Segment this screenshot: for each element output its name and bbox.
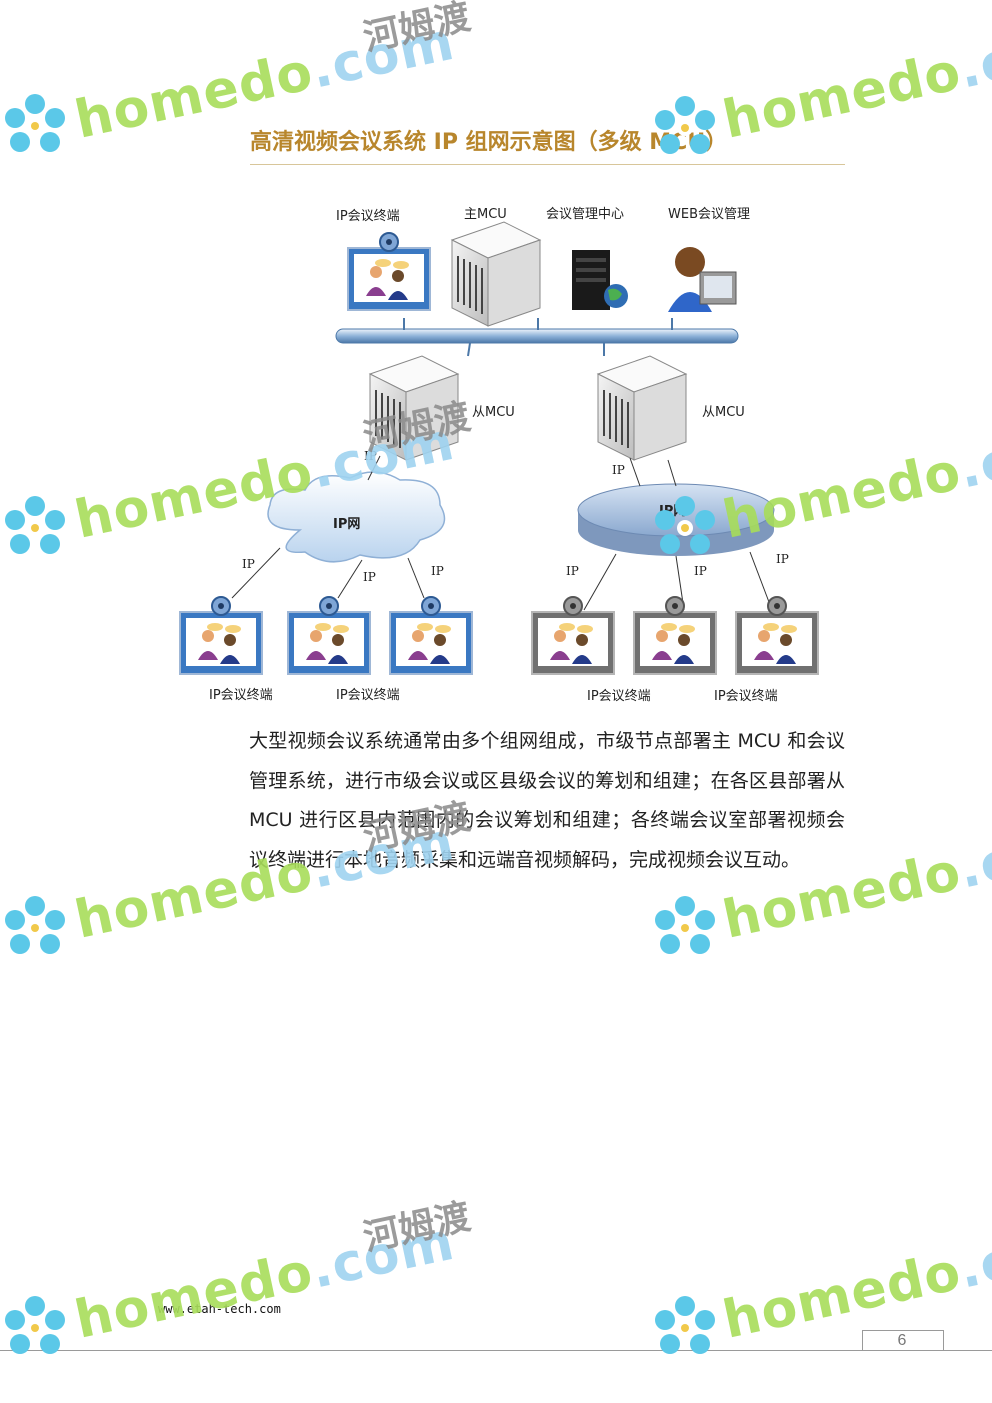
- ip-tag: IP: [242, 557, 255, 571]
- ip-cloud: [267, 471, 446, 563]
- label-sub-mcu-left: 从MCU: [472, 405, 515, 420]
- footer-url: www.etah-tech.com: [158, 1302, 281, 1316]
- ip-tag: IP: [364, 449, 377, 463]
- label-mgmt-center: 会议管理中心: [546, 207, 625, 222]
- ip-tag: IP: [776, 552, 789, 566]
- label-terminal: IP会议终端: [336, 688, 400, 703]
- label-terminal: IP会议终端: [209, 688, 273, 703]
- network-diagram: [179, 221, 819, 675]
- label-ip-disk: IP网: [659, 504, 687, 519]
- watermark: [650, 1292, 720, 1366]
- watermark-text: .com: [305, 1211, 460, 1301]
- ip-tag: IP: [694, 564, 707, 578]
- watermark-text: homedo: [70, 1241, 319, 1351]
- label-terminal: IP会议终端: [587, 689, 651, 704]
- label-main-mcu: 主MCU: [464, 207, 507, 222]
- page-title: 高清视频会议系统 IP 组网示意图（多级 MCU）: [250, 124, 845, 165]
- label-web-mgmt: WEB会议管理: [668, 207, 750, 222]
- label-terminal: IP会议终端: [714, 689, 778, 704]
- sub-mcu-left-server: [369, 355, 459, 461]
- watermark-text: .com: [953, 811, 992, 901]
- ip-tag: IP: [363, 570, 376, 584]
- flower-logo-icon: [655, 1296, 715, 1354]
- terminal-top: [347, 232, 431, 311]
- terminal-cloud-1: [179, 596, 263, 675]
- watermark: [650, 892, 720, 966]
- mgmt-center-server: [572, 250, 628, 310]
- terminal-cloud-3: [389, 596, 473, 675]
- ip-disk: [577, 483, 775, 556]
- page-number: 6: [897, 1332, 907, 1349]
- main-mcu-server: [451, 221, 541, 327]
- backbone-bus: [335, 328, 739, 344]
- label-ip-terminal-top: IP会议终端: [336, 209, 400, 224]
- watermark-text: .com: [953, 1211, 992, 1301]
- page-number-box: [862, 1330, 944, 1351]
- label-ip-cloud: IP网: [333, 517, 361, 532]
- label-sub-mcu-right: 从MCU: [702, 405, 745, 420]
- body-paragraph: 大型视频会议系统通常由多个组网组成，市级节点部署主 MCU 和会议管理系统，进行…: [249, 730, 845, 871]
- watermark: [0, 1292, 70, 1366]
- terminal-disk-2: [633, 596, 717, 675]
- ip-tag: IP: [612, 463, 625, 477]
- terminal-cloud-2: [287, 596, 371, 675]
- ip-tag: IP: [431, 564, 444, 578]
- footer-divider: [0, 1350, 992, 1351]
- terminal-disk-3: [735, 596, 819, 675]
- flower-logo-icon: [5, 1296, 65, 1354]
- watermark: [0, 892, 70, 966]
- flower-logo-icon: [5, 896, 65, 954]
- terminal-disk-1: [531, 596, 615, 675]
- watermark-cn: 河姆渡: [359, 1196, 475, 1259]
- ip-tag: IP: [566, 564, 579, 578]
- web-mgmt-user-icon: [668, 247, 737, 312]
- sub-mcu-right-server: [597, 355, 687, 461]
- flower-logo-icon: [655, 896, 715, 954]
